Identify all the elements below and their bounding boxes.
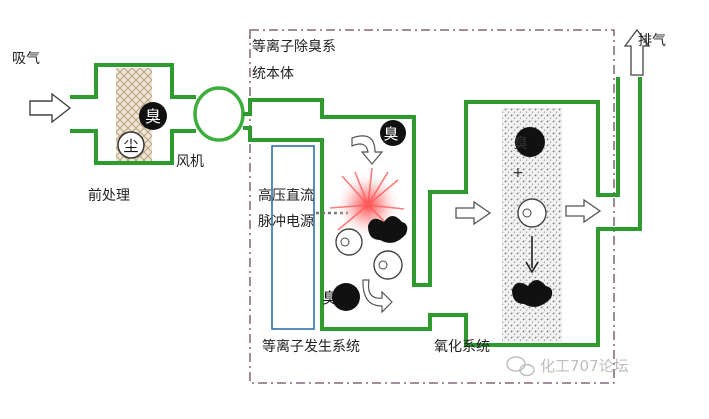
pretreatment-housing [70,63,196,165]
wechat-icon [506,356,535,377]
watermark-text: 化工707论坛 [540,357,629,375]
system-body-label-line1: 等离子除臭系 [252,38,336,55]
power-supply-label-line2: 脉冲电源 [258,214,314,230]
flow-arrow-exit-icon [565,198,602,224]
plasma-burst [329,167,405,239]
odor-label-oxidation: 臭 [514,136,528,152]
exhaust-label: 排气 [638,33,666,49]
broken-molecule-oxidation-icon [512,280,553,307]
exhaust-arrow-icon [623,28,651,76]
fan-label: 风机 [176,154,204,170]
odor-particle-plasma-lower: 臭 [322,283,360,311]
power-supply-box [271,145,315,330]
plasma-system-label: 等离子发生系统 [262,338,360,355]
radical-particle-plasma-2 [373,250,403,280]
dust-particle: 尘 [117,131,145,159]
fan-icon [193,86,245,142]
watermark: 化工707论坛 [506,356,629,377]
oxidation-system-label: 氧化系统 [434,339,490,355]
pretreatment-label: 前处理 [88,187,130,204]
flow-arrow-to-oxidation-icon [455,200,492,226]
plus-symbol: + [512,165,524,181]
odor-label-plasma-lower: 臭 [322,289,337,307]
broken-molecule-plasma-icon [368,216,408,243]
system-body-label-line2: 统本体 [252,66,294,82]
intake-arrow-icon [29,92,72,124]
radical-particle-oxidation [517,198,547,228]
odor-particle-plasma: 臭 [380,120,406,146]
odor-particle-pretreatment: 臭 [139,102,167,130]
odor-label-pretreatment: 臭 [145,107,161,126]
curved-arrow-top-icon [351,135,384,165]
curved-arrow-bottom-icon [362,279,393,314]
down-arrow-icon [525,236,539,274]
power-supply-label-line1: 高压直流 [258,187,314,204]
radical-particle-plasma-1 [335,228,363,256]
odor-label-plasma: 臭 [383,125,398,143]
system-body-boundary [249,29,615,384]
intake-label: 吸气 [12,51,40,67]
duct-network [243,77,642,347]
dust-label: 尘 [123,137,138,155]
odor-particle-oxidation: 臭 [514,127,545,157]
